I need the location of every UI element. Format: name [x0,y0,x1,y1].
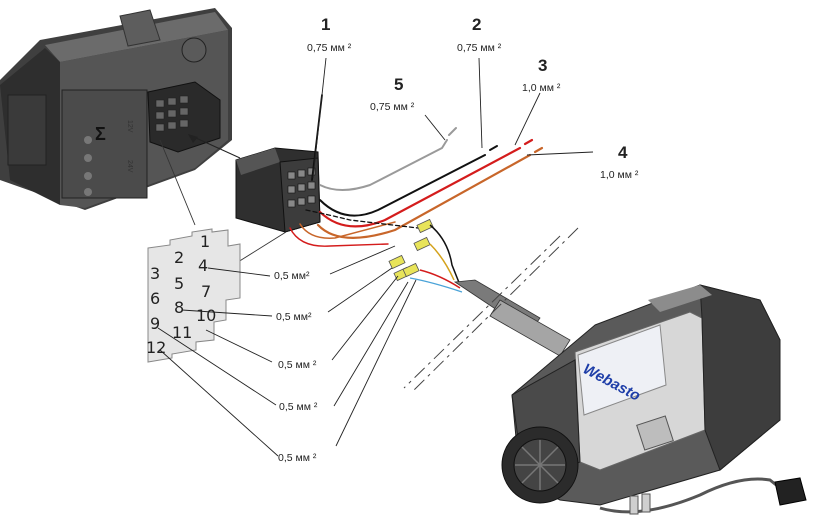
label-24v: 24V [126,160,133,173]
wire-5-number: 5 [394,75,403,94]
small-wire-label-3: 0,5 мм ² [278,359,317,371]
small-wire-label-2: 0,5 мм² [276,311,312,323]
pin-12: 12 [146,338,166,357]
small-wire-labels: 0,5 мм² 0,5 мм² 0,5 мм ² 0,5 мм ² 0,5 мм… [274,270,318,464]
wire-5-cross-section: 0,75 мм ² [370,101,415,113]
break-lines [403,227,579,393]
main-wires [289,94,544,247]
pin-8: 8 [174,298,184,317]
pin-2: 2 [174,248,184,267]
pinout-card: 1 2 3 4 5 6 7 8 9 10 11 12 [146,228,241,363]
small-wire-label-4: 0,5 мм ² [279,401,318,413]
heater: Webasto [501,284,807,515]
pin-5: 5 [174,274,184,293]
wire-2-number: 2 [472,15,481,34]
pin-leaders [157,245,417,457]
wire-3-cross-section: 1,0 мм ² [522,82,561,94]
pin-3: 3 [150,264,160,283]
pin-6: 6 [150,289,160,308]
small-wire-label-1: 0,5 мм² [274,270,310,282]
pin-1: 1 [200,232,210,251]
wire-4-cross-section: 1,0 мм ² [600,169,639,181]
pin-11: 11 [172,323,192,342]
small-wire-label-5: 0,5 мм ² [278,452,317,464]
pin-4: 4 [198,256,208,275]
terminals [388,218,571,357]
pin-9: 9 [150,314,160,333]
pin-7: 7 [201,282,211,301]
control-unit-logo: Σ [95,124,106,144]
wire-labels: 1 0,75 мм ² 2 0,75 мм ² 3 1,0 мм ² 4 1,0… [307,15,639,181]
wire-3-number: 3 [538,56,547,75]
wire-leaders [312,57,594,179]
wire-1-number: 1 [321,15,330,34]
plug-connector [235,147,321,233]
wire-2-cross-section: 0,75 мм ² [457,42,502,54]
wire-4-number: 4 [618,143,628,162]
control-unit: Σ 12V 24V [0,8,232,210]
pin-10: 10 [196,306,216,325]
wire-1-cross-section: 0,75 мм ² [307,42,352,54]
label-12v: 12V [126,120,133,133]
